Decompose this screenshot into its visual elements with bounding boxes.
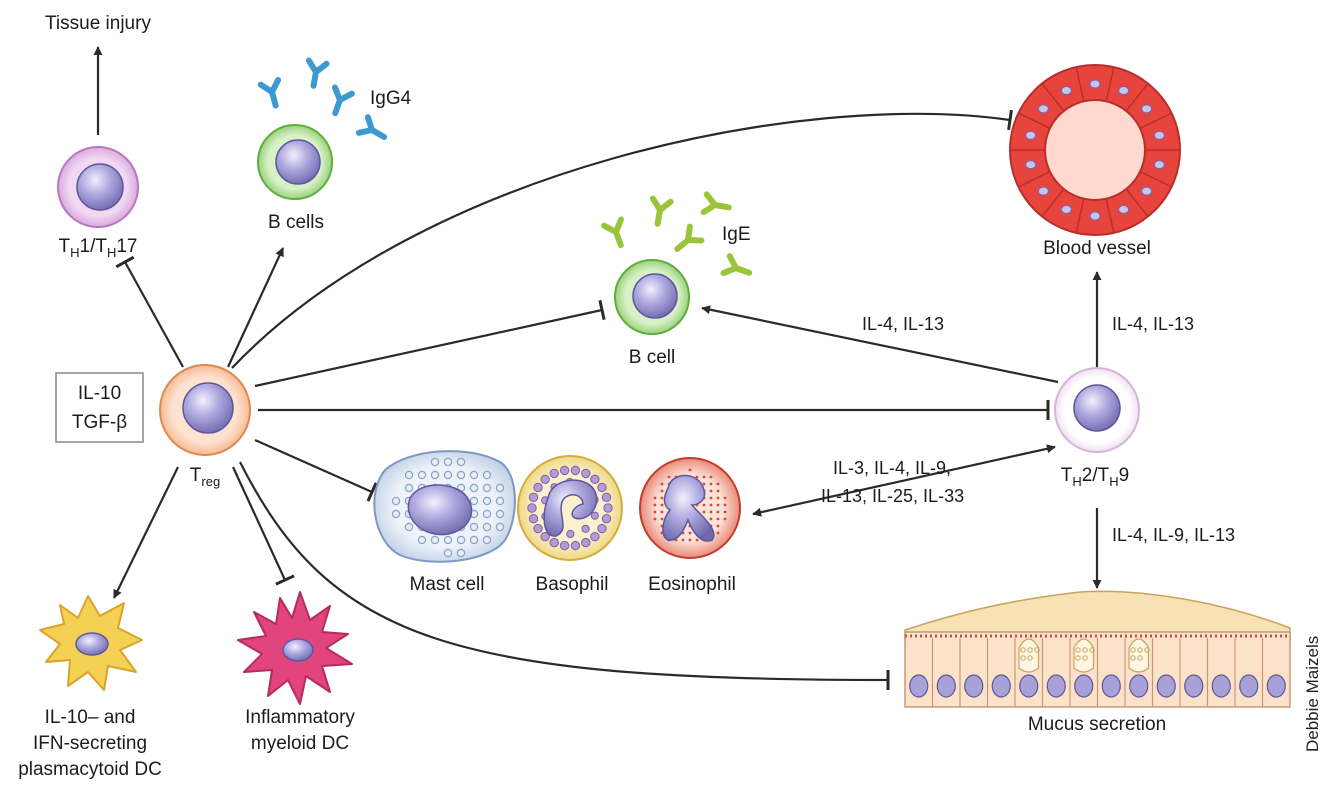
box-line-1: IL-10 [78,383,121,404]
edge-treg-to-b-cells [227,247,284,368]
plasmacytoid-dc [39,595,143,691]
basophil-label: Basophil [536,574,609,595]
mdc-label-line-2: myeloid DC [251,733,349,754]
basophil [517,455,623,561]
treg-label: Treg [190,465,220,489]
treg-cell [159,364,251,456]
edge-treg-inhibits-blood-vessel [231,109,1013,369]
b-cell-ige [614,259,690,335]
epithelial-cells [909,638,1286,707]
edge-treg-to-pdc [113,466,179,599]
igg4-antibodies [257,57,388,140]
igg4-label: IgG4 [370,88,412,109]
mucus-epithelium [904,590,1291,708]
edge-th2-eosinophil [752,444,1056,517]
blood-vessel [1009,64,1181,236]
box-line-2: TGF-β [72,412,127,433]
th2-th9-label: TH2/TH9 [1061,465,1129,489]
mdc-label-line-1: Inflammatory [245,707,355,728]
pdc-label-line-2: IFN-secreting [33,733,147,754]
illustrator-credit: Debbie Maizels [1303,636,1322,752]
th2-th9-cell [1054,367,1140,453]
edge-treg-inhibits-th1 [115,255,184,368]
tissue-injury-label: Tissue injury [45,13,151,34]
b-cells-igg4 [257,124,333,200]
mucus-secretion-label: Mucus secretion [1028,714,1166,735]
edge-treg-inhibits-mdc [232,466,295,586]
edge-treg-inhibits-b-cell [254,299,606,388]
il10-tgfb-box: IL-10 TGF-β [55,372,144,443]
eosinophil [639,457,741,559]
mast-cell [373,450,516,563]
vessel-endothelial-cells [1010,66,1180,234]
cytokines-to-mucus: IL-4, IL-9, IL-13 [1112,525,1235,545]
th1-th17-label: TH1/TH17 [59,236,138,260]
mast-cell-label: Mast cell [410,574,485,595]
edge-th2-to-b-cell [701,305,1059,384]
cytokines-to-blood-vessel: IL-4, IL-13 [1112,314,1194,334]
b-cells-label: B cells [268,212,324,233]
pdc-label-line-1: IL-10– and [45,707,136,728]
blood-vessel-label: Blood vessel [1043,238,1151,259]
cytokines-granulocytes-line-1: IL-3, IL-4, IL-9, [833,458,951,478]
cytokines-to-b-cell: IL-4, IL-13 [862,314,944,334]
myeloid-dc [237,591,353,705]
cytokines-granulocytes-line-2: IL-13, IL-25, IL-33 [821,486,964,506]
edges [93,46,1102,691]
edge-treg-inhibits-mucus [239,461,890,691]
edge-treg-inhibits-mast-cell [254,438,378,502]
ige-antibodies [601,191,753,277]
th1-th17-cell [57,146,139,228]
ige-label: IgE [722,224,751,245]
eosinophil-label: Eosinophil [648,574,736,595]
pdc-label-line-3: plasmacytoid DC [18,759,162,780]
b-cell-label: B cell [629,347,675,368]
